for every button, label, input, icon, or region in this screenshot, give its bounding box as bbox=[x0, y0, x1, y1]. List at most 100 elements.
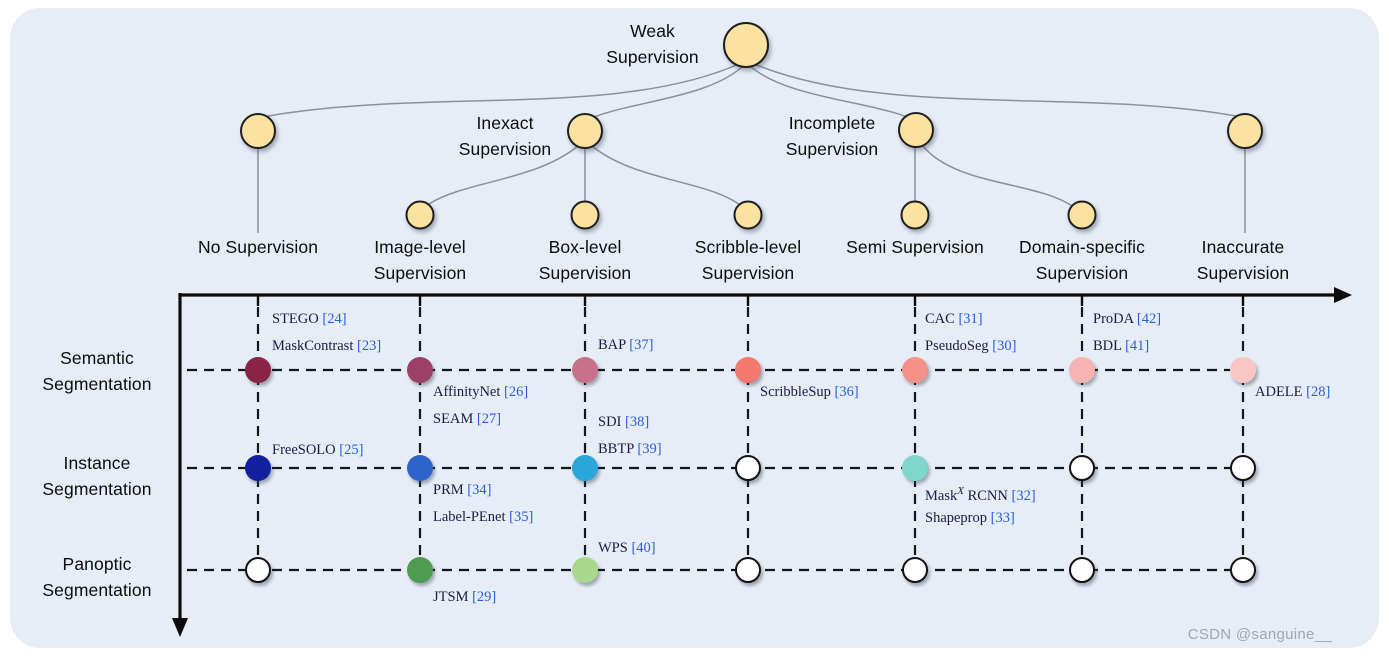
method-label-prm: PRM [34] bbox=[433, 482, 492, 498]
method-label-pseudoseg: PseudoSeg [30] bbox=[925, 338, 1017, 354]
citation-ref: [25] bbox=[339, 442, 364, 458]
method-label-bdl: BDL [41] bbox=[1093, 338, 1150, 354]
tree-node-image-level bbox=[405, 200, 435, 230]
x-axis-ticks bbox=[256, 296, 1245, 306]
dot-semantic-inaccurate bbox=[1230, 357, 1256, 383]
citation-ref: [26] bbox=[504, 384, 529, 400]
citation-ref: [31] bbox=[958, 311, 983, 327]
method-label-labelpenet: Label-PEnet [35] bbox=[433, 509, 534, 525]
method-label-maskcontrast: MaskContrast [23] bbox=[272, 338, 382, 354]
tree-edge bbox=[751, 62, 1237, 117]
dot-instance-semi bbox=[902, 455, 928, 481]
tree-node-semi bbox=[900, 200, 930, 230]
tree-label-inexact-supervision: Inexact Supervision bbox=[458, 113, 552, 159]
citation-ref: [38] bbox=[625, 414, 650, 430]
citation-ref: [39] bbox=[637, 441, 662, 457]
method-label-scribblesup: ScribbleSup [36] bbox=[760, 384, 859, 400]
column-label-domain-specific: Domain-specific Supervision bbox=[1019, 237, 1145, 283]
citation-ref: [41] bbox=[1125, 338, 1150, 354]
dot-panoptic-inaccurate bbox=[1230, 557, 1256, 583]
column-label-no-supervision: No Supervision bbox=[197, 237, 319, 257]
tree-edges bbox=[257, 62, 1246, 233]
dot-semantic-scribble-level bbox=[735, 357, 761, 383]
column-label-image-level: Image-level Supervision bbox=[373, 237, 467, 283]
dot-semantic-domain-specific bbox=[1069, 357, 1095, 383]
tree-edge bbox=[749, 65, 908, 118]
dot-semantic-box-level bbox=[572, 357, 598, 383]
y-axis-arrowhead bbox=[172, 618, 188, 637]
tree-edge bbox=[591, 145, 741, 206]
dot-semantic-no-supervision bbox=[245, 357, 271, 383]
citation-ref: [28] bbox=[1306, 384, 1331, 400]
tree-label-incomplete-supervision: Incomplete Supervision bbox=[785, 113, 879, 159]
method-label-adele: ADELE [28] bbox=[1255, 384, 1331, 400]
tree-edge bbox=[267, 62, 742, 117]
citation-ref: [35] bbox=[509, 509, 534, 525]
dot-instance-no-supervision bbox=[245, 455, 271, 481]
tree-edge bbox=[921, 144, 1073, 207]
dot-panoptic-box-level bbox=[572, 557, 598, 583]
tree-node-scribble-level bbox=[733, 200, 763, 230]
method-label-bbtp: BBTP [39] bbox=[598, 441, 662, 457]
citation-ref: [30] bbox=[992, 338, 1017, 354]
citation-ref: [23] bbox=[356, 338, 382, 354]
column-label-scribble-level: Scribble-level Supervision bbox=[694, 237, 802, 283]
tree-node-weak-supervision bbox=[723, 22, 769, 68]
dot-instance-box-level bbox=[572, 455, 598, 481]
tree-edge bbox=[428, 145, 579, 205]
dot-panoptic-scribble-level bbox=[735, 557, 761, 583]
method-label-cac: CAC [31] bbox=[925, 311, 983, 327]
tree-node-box-level bbox=[570, 200, 600, 230]
method-label-wps: WPS [40] bbox=[598, 540, 656, 556]
method-label-bap: BAP [37] bbox=[598, 337, 654, 353]
citation-ref: [40] bbox=[631, 540, 656, 556]
row-label-panoptic-segmentation: Panoptic Segmentation bbox=[42, 554, 152, 600]
dot-semantic-semi bbox=[902, 357, 928, 383]
method-label-seam: SEAM [27] bbox=[433, 411, 502, 427]
dot-instance-domain-specific bbox=[1069, 455, 1095, 481]
tree-node-no-supervision bbox=[240, 113, 276, 149]
figure-background-panel bbox=[10, 8, 1379, 648]
tree-node-inaccurate-supervision bbox=[1227, 113, 1263, 149]
csdn-watermark: CSDN @sanguine__ bbox=[1187, 626, 1332, 643]
citation-ref: [24] bbox=[322, 311, 347, 327]
method-label-mask-x-rcnn: MaskX RCNN [32] bbox=[925, 485, 1036, 504]
dot-panoptic-domain-specific bbox=[1069, 557, 1095, 583]
tree-edge bbox=[593, 65, 744, 118]
tree-node-incomplete-supervision bbox=[898, 112, 934, 148]
tree-label-weak-supervision: Weak Supervision bbox=[606, 21, 699, 67]
tree-nodes bbox=[240, 22, 1263, 230]
citation-ref: [32] bbox=[1011, 487, 1036, 504]
citation-ref: [27] bbox=[476, 411, 502, 427]
column-label-box-level: Box-level Supervision bbox=[538, 237, 632, 283]
method-label-sdi: SDI [38] bbox=[598, 414, 650, 430]
column-label-inaccurate: Inaccurate Supervision bbox=[1196, 237, 1290, 283]
citation-ref: [34] bbox=[467, 482, 492, 498]
axes bbox=[178, 293, 1334, 620]
row-label-instance-segmentation: Instance Segmentation bbox=[42, 453, 152, 499]
citation-ref: [36] bbox=[834, 384, 859, 400]
x-axis-arrowhead bbox=[1334, 287, 1352, 303]
column-label-semi: Semi Supervision bbox=[846, 237, 984, 257]
citation-ref: [37] bbox=[629, 337, 654, 353]
method-label-proda: ProDA [42] bbox=[1093, 311, 1162, 327]
citation-ref: [29] bbox=[472, 589, 497, 605]
tree-node-domain-specific bbox=[1067, 200, 1097, 230]
method-label-affinitynet: AffinityNet [26] bbox=[433, 384, 529, 400]
dot-instance-scribble-level bbox=[735, 455, 761, 481]
method-label-shapeprop: Shapeprop [33] bbox=[925, 510, 1015, 526]
dot-panoptic-semi bbox=[902, 557, 928, 583]
method-label-freesolo: FreeSOLO [25] bbox=[272, 442, 364, 458]
dashed-grid bbox=[187, 307, 1245, 572]
dot-panoptic-no-supervision bbox=[245, 557, 271, 583]
dot-instance-image-level bbox=[407, 455, 433, 481]
method-label-jtsm: JTSM [29] bbox=[433, 589, 497, 605]
dot-semantic-image-level bbox=[407, 357, 433, 383]
dot-panoptic-image-level bbox=[407, 557, 433, 583]
tree-node-inexact-supervision bbox=[567, 113, 603, 149]
citation-ref: [42] bbox=[1136, 311, 1162, 327]
row-label-semantic-segmentation: Semantic Segmentation bbox=[42, 348, 152, 394]
dot-instance-inaccurate bbox=[1230, 455, 1256, 481]
